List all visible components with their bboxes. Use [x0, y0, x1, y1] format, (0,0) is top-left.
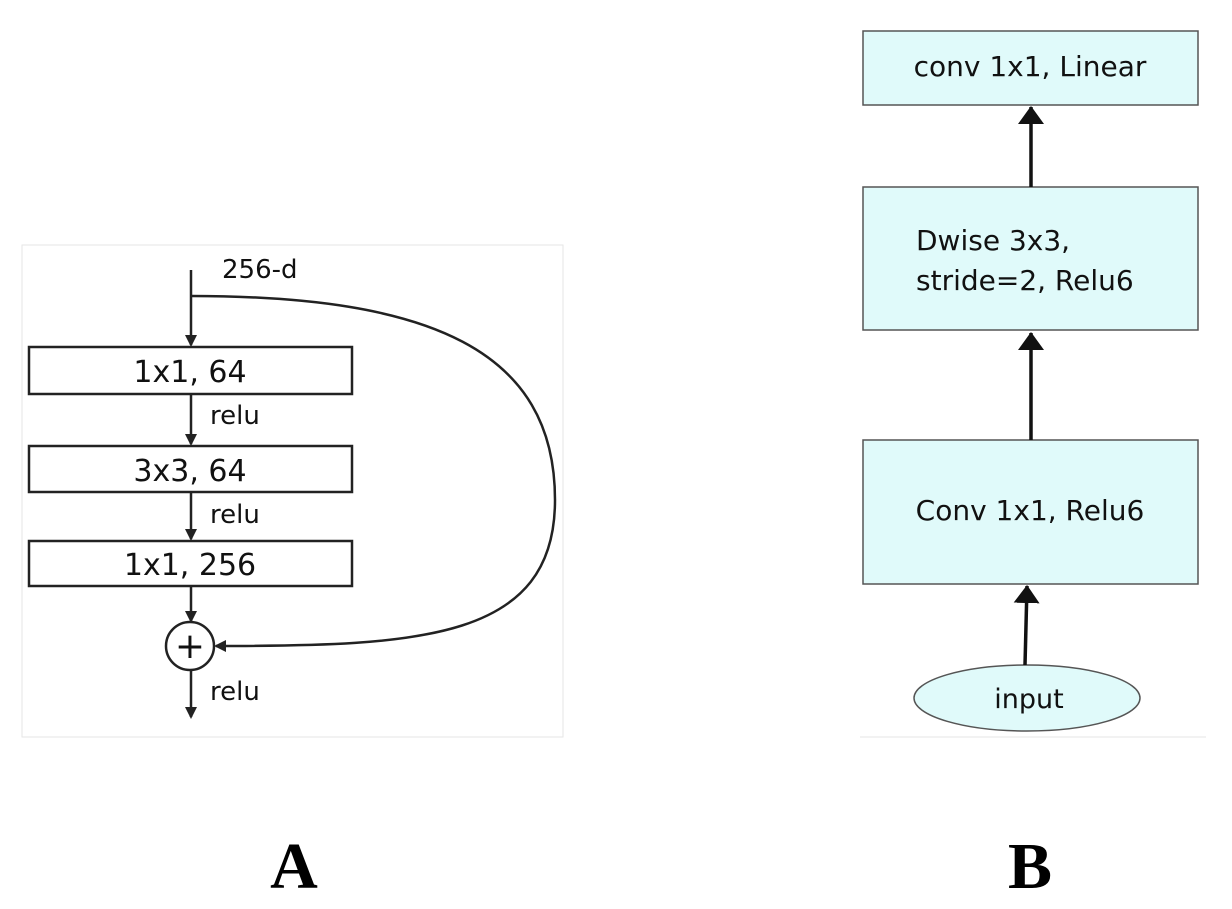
skip-connection	[190, 294, 557, 652]
input-dim-label: 256-d	[222, 255, 298, 285]
input-node	[913, 664, 1141, 732]
layer-box-2	[27, 444, 354, 494]
layer-label-1: 1x1, 64	[133, 355, 246, 390]
conv-relu6-label: Conv 1x1, Relu6	[916, 494, 1145, 527]
dwise-label-line1: Dwise 3x3,	[916, 224, 1070, 257]
layer-box-1	[27, 345, 354, 396]
add-symbol: +	[175, 626, 205, 667]
relu-label-3: relu	[210, 677, 260, 707]
arrow-input-conv	[1013, 585, 1040, 666]
caption-b: B	[1008, 830, 1052, 903]
layer-label-2: 3x3, 64	[133, 454, 246, 489]
input-node-label: input	[994, 684, 1063, 715]
conv-relu6-box	[862, 439, 1199, 585]
relu-label-1: relu	[210, 401, 260, 431]
dwise-box	[862, 186, 1199, 331]
conv-linear-box	[862, 30, 1199, 106]
panel-b: input Conv 1x1, Relu6 Dwise 3x3, stride=…	[860, 30, 1206, 738]
caption-a: A	[270, 830, 318, 903]
layer-label-3: 1x1, 256	[124, 548, 256, 583]
dwise-label-line2: stride=2, Relu6	[916, 264, 1134, 297]
conv-linear-label: conv 1x1, Linear	[914, 50, 1147, 83]
panel-a: 256-d 1x1, 64 relu 3x3, 64 relu 1x1, 256…	[21, 244, 564, 738]
relu-label-2: relu	[210, 500, 260, 530]
